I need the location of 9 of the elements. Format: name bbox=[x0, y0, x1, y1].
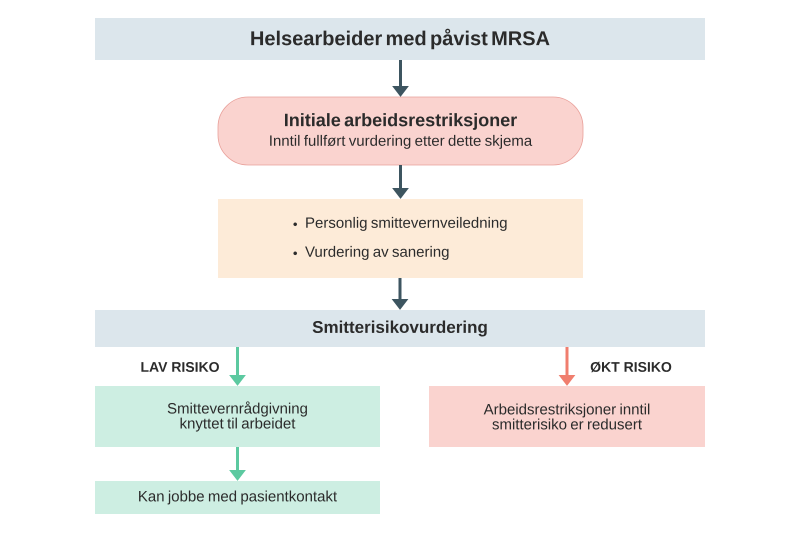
assessment-box: Smitterisikovurdering bbox=[95, 310, 705, 347]
process-box: Arbeidsrestriksjoner inntil smitterisiko er redusert bbox=[429, 386, 705, 447]
restriction-box: Initiale arbeidsrestriksjoner Inntil fullført vurdering etter dette skjema bbox=[218, 96, 584, 166]
process-box: Kan jobbe med pasientkontakt bbox=[95, 481, 380, 514]
edge-label: LAV RISIKO bbox=[139, 361, 221, 373]
bullet-list-box: Personlig smittevernveiledning Vurdering av sanering bbox=[218, 199, 583, 278]
heading-box: Helsearbeider med påvist MRSA bbox=[95, 18, 705, 60]
edge-label: ØKT RISIKO bbox=[589, 360, 673, 374]
process-box: Smittevernrådgivning knyttet til arbeidet bbox=[95, 386, 380, 447]
